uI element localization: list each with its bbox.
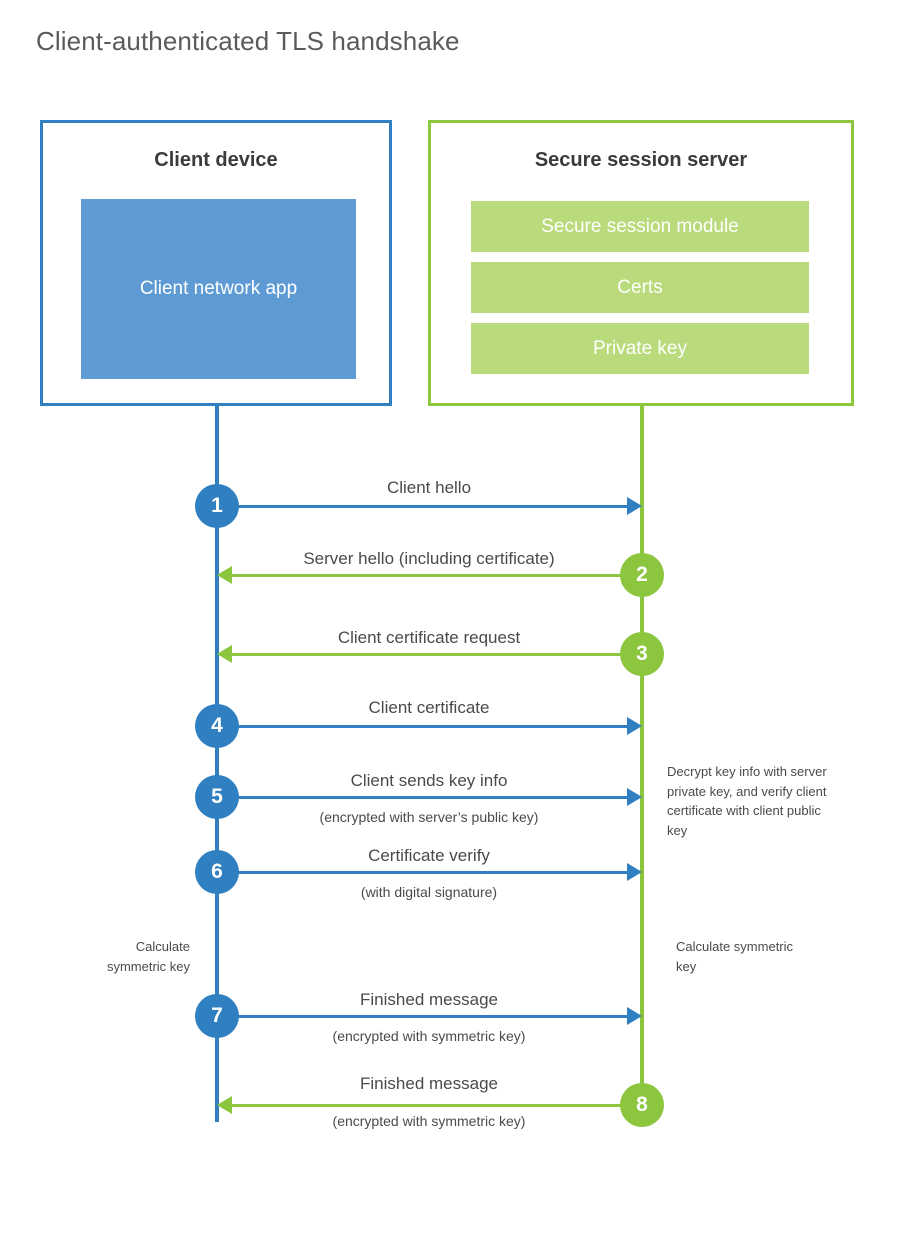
step-6-sublabel: (with digital signature) [360, 884, 498, 900]
secure-session-server-title: Secure session server [534, 149, 748, 171]
step-8-sublabel: (encrypted with symmetric key) [332, 1113, 526, 1129]
server-lifeline [640, 404, 644, 1110]
step-5-sublabel: (encrypted with server’s public key) [319, 809, 539, 825]
server-calculate-symmetric-key-note: Calculate symmetric key [676, 939, 794, 974]
step-1-arrow-head-icon [627, 497, 642, 515]
step-5-arrow-head-icon [627, 788, 642, 806]
step-7-sublabel: (encrypted with symmetric key) [332, 1028, 526, 1044]
step-6-arrow-line [217, 871, 627, 874]
server-component-private-key: Private key [471, 323, 809, 374]
server-decrypt-note: Decrypt key info with server private key… [667, 764, 827, 838]
step-7-arrow-head-icon [627, 1007, 642, 1025]
step-7-circle: 7 [195, 994, 239, 1038]
step-6-label: Certificate verify [368, 846, 490, 865]
step-6-circle: 6 [195, 850, 239, 894]
step-1-arrow-line [217, 505, 627, 508]
step-2-arrow-line [232, 574, 642, 577]
step-1-circle: 1 [195, 484, 239, 528]
step-2-circle: 2 [620, 553, 664, 597]
client-device-title: Client device [154, 149, 278, 171]
step-3-arrow-head-icon [217, 645, 232, 663]
server-component-secure-session-module: Secure session module [471, 201, 809, 252]
step-8-circle: 8 [620, 1083, 664, 1127]
step-4-arrow-head-icon [627, 717, 642, 735]
step-2-arrow-head-icon [217, 566, 232, 584]
step-3-circle: 3 [620, 632, 664, 676]
step-8-label: Finished message [360, 1074, 498, 1093]
client-lifeline [215, 404, 219, 1122]
step-2-label: Server hello (including certificate) [303, 549, 555, 568]
step-7-label: Finished message [360, 990, 498, 1009]
step-5-circle: 5 [195, 775, 239, 819]
step-3-label: Client certificate request [337, 628, 521, 647]
client-network-app-block: Client network app [81, 199, 356, 379]
step-3-arrow-line [232, 653, 642, 656]
server-component-list: Secure session module Certs Private key [471, 201, 809, 384]
step-7-arrow-line [217, 1015, 627, 1018]
step-5-arrow-line [217, 796, 627, 799]
step-4-label: Client certificate [368, 698, 490, 717]
client-calculate-symmetric-key-note: Calculate symmetric key [106, 939, 190, 974]
page-title: Client-authenticated TLS handshake [36, 26, 460, 56]
step-4-circle: 4 [195, 704, 239, 748]
step-1-label: Client hello [386, 478, 472, 497]
server-component-certs: Certs [471, 262, 809, 313]
client-device-box: Client device Client network app [40, 120, 392, 406]
step-4-arrow-line [217, 725, 627, 728]
step-6-arrow-head-icon [627, 863, 642, 881]
step-8-arrow-line [232, 1104, 642, 1107]
secure-session-server-box: Secure session server Secure session mod… [428, 120, 854, 406]
step-8-arrow-head-icon [217, 1096, 232, 1114]
step-5-label: Client sends key info [350, 771, 508, 790]
